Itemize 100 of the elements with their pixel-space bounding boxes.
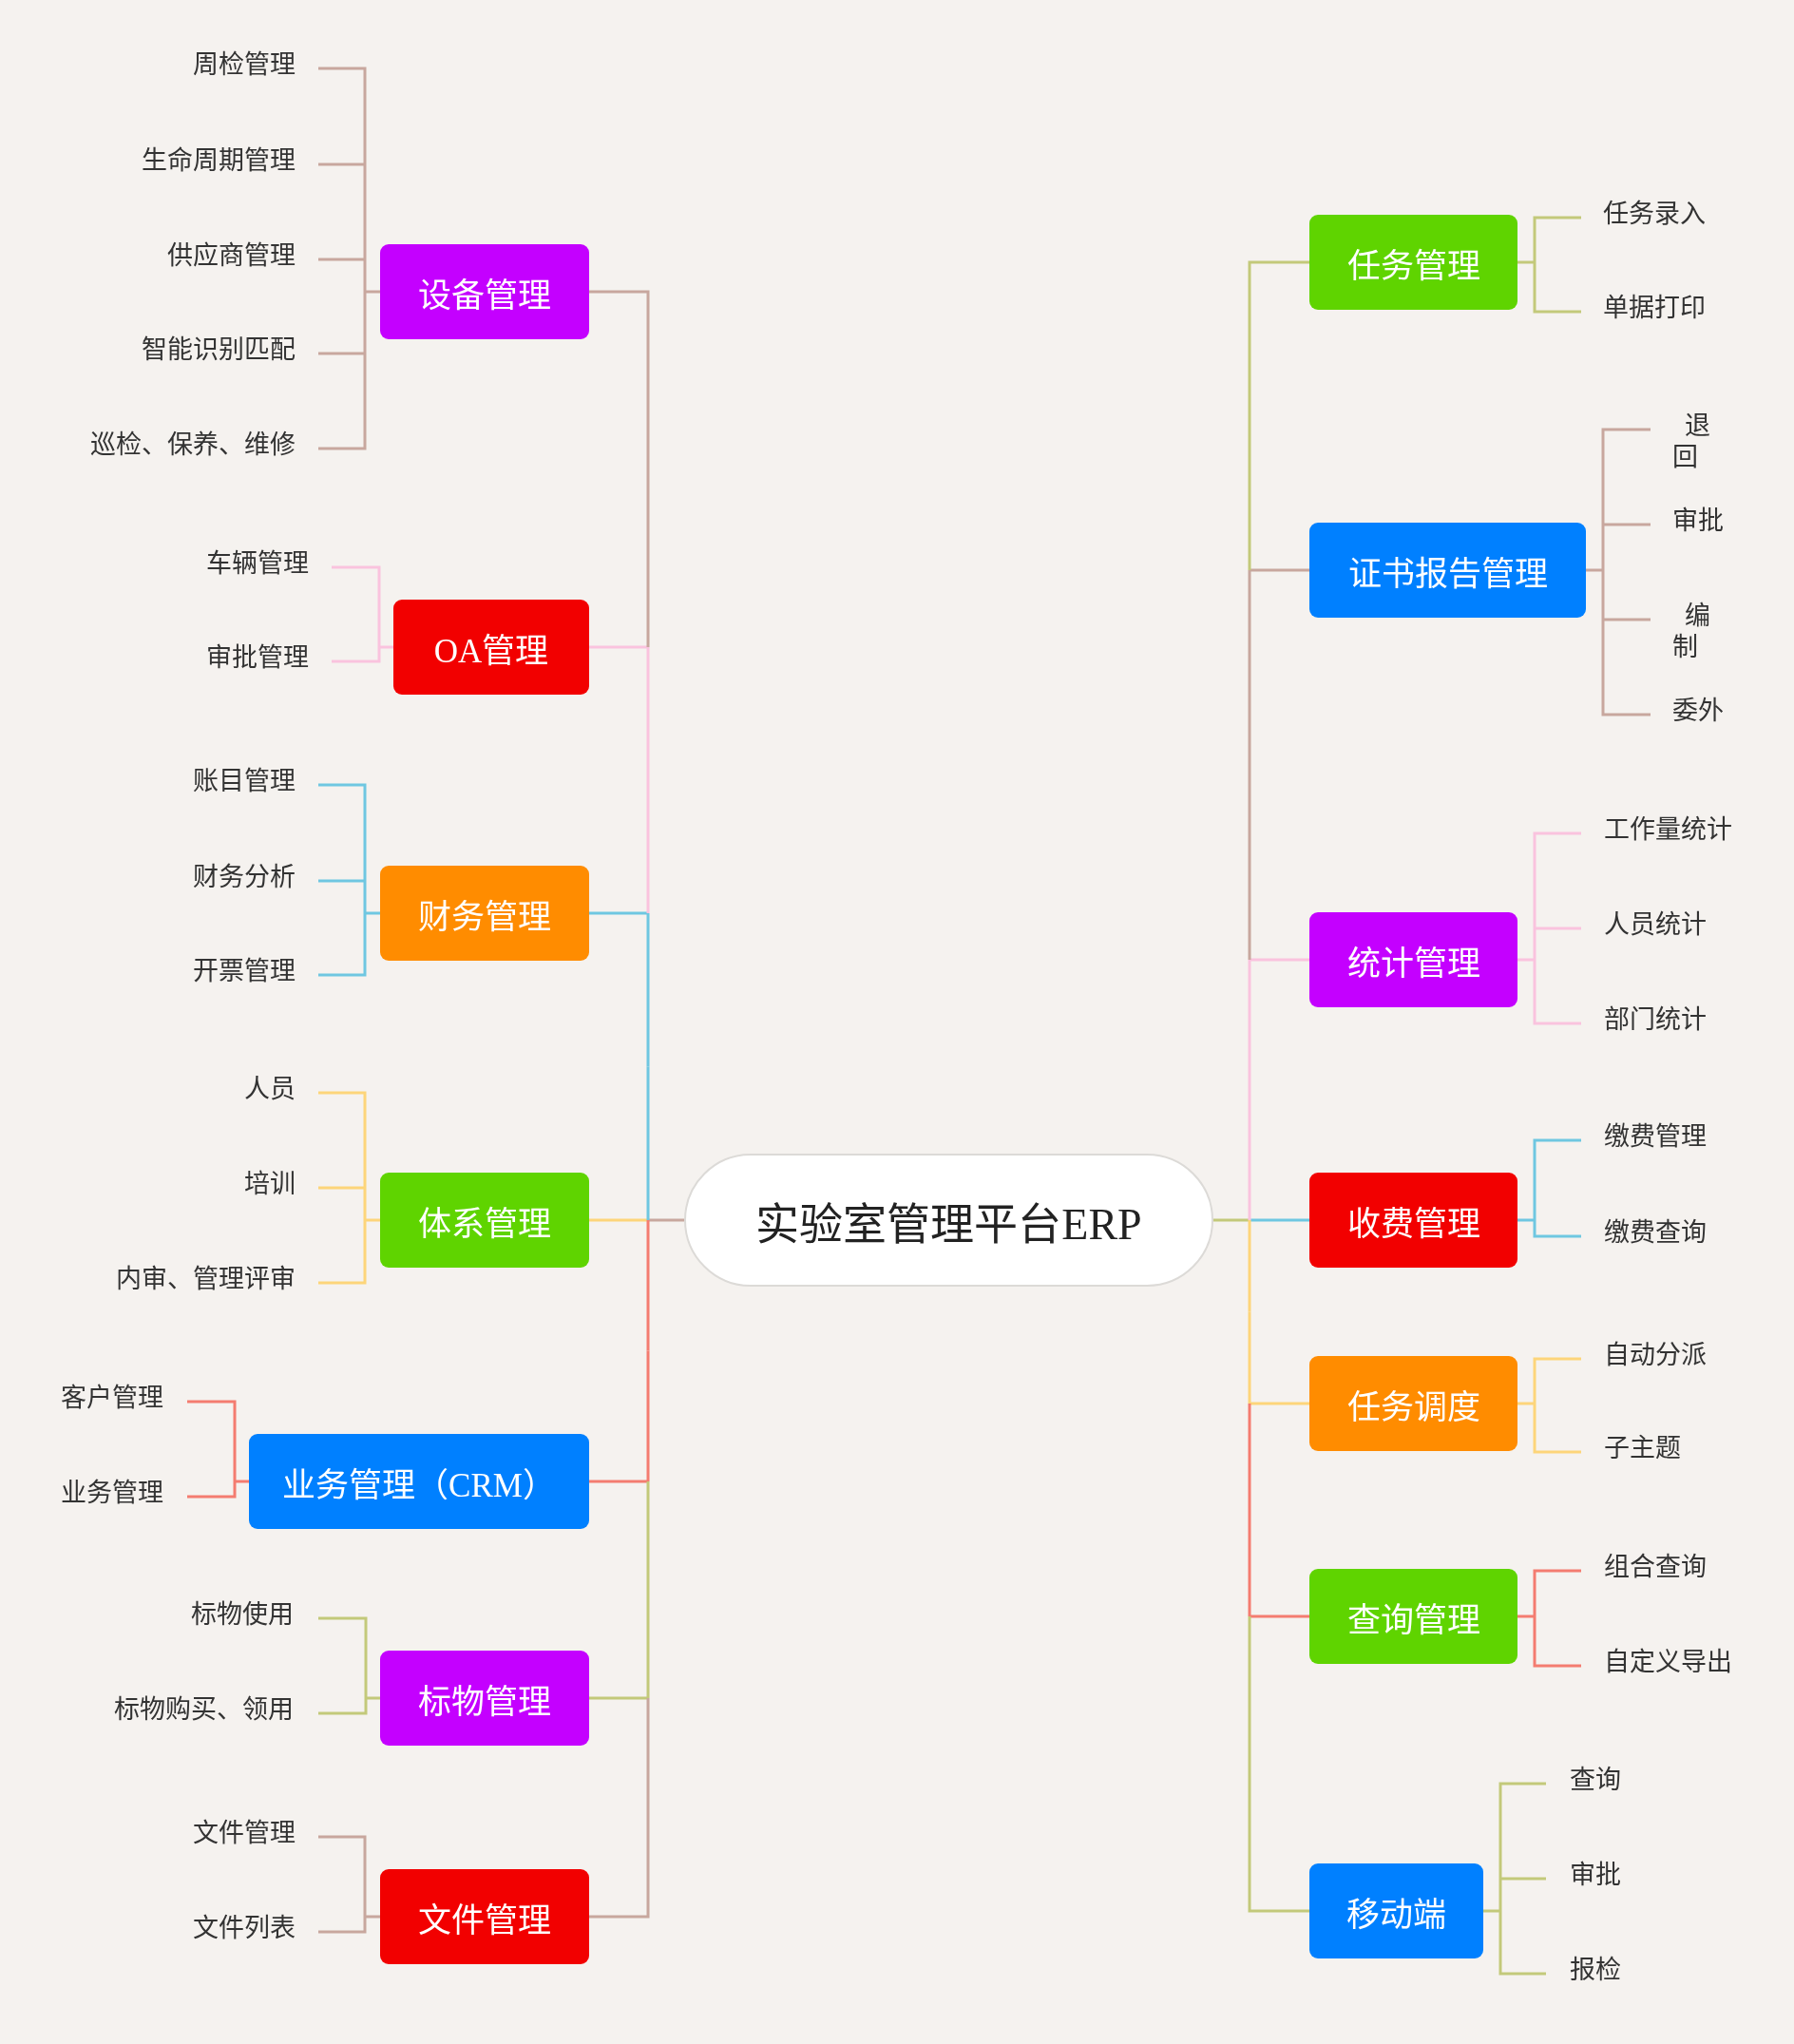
subtopic-label: 自动分派 [1604, 1339, 1707, 1371]
branch-line [318, 879, 365, 883]
branch-line [332, 647, 381, 663]
subtopic-label: 供应商管理 [167, 239, 296, 272]
subtopic-label: 车辆管理 [206, 547, 309, 580]
branch-line [1601, 620, 1651, 716]
branch-line [1248, 1616, 1309, 1913]
branch-line [1498, 1879, 1502, 1911]
branch-line [1517, 958, 1535, 962]
subtopic-label: 子主题 [1604, 1432, 1681, 1464]
branch-line [363, 292, 367, 353]
branch-line [1248, 1220, 1251, 1312]
branch-line [363, 1188, 367, 1220]
branch-line [318, 1186, 365, 1190]
branch-line [589, 290, 650, 647]
subtopic-label: 文件管理 [193, 1817, 296, 1849]
subtopic-label: 标物使用 [191, 1598, 294, 1631]
subtopic-label: 查询 [1570, 1764, 1621, 1796]
branch-line [646, 913, 650, 1067]
branch-line [318, 352, 365, 355]
subtopic-label: 文件列表 [193, 1912, 296, 1944]
branch-line [1250, 1402, 1309, 1405]
branch-line [1498, 1911, 1546, 1976]
branch-line [1517, 1614, 1535, 1618]
branch-line [589, 1480, 648, 1483]
branch-line [318, 1835, 367, 1917]
branch-line [1586, 568, 1603, 572]
branch-line [1533, 216, 1581, 262]
topic-box: 设备管理 [380, 244, 589, 339]
branch-line [1533, 1616, 1581, 1668]
subtopic-label: 业务管理 [61, 1477, 163, 1509]
branch-line [646, 1066, 650, 1220]
subtopic-label: 生命周期管理 [142, 144, 296, 177]
branch-line [1533, 960, 1581, 1025]
subtopic-label: 巡检、保养、维修 [90, 429, 296, 461]
branch-line [1483, 1909, 1500, 1913]
topic-box: 体系管理 [380, 1173, 589, 1268]
topic-box: 文件管理 [380, 1869, 589, 1964]
branch-line [318, 258, 365, 261]
branch-line [1248, 1311, 1251, 1404]
subtopic-label: 缴费查询 [1604, 1216, 1707, 1249]
topic-box: 移动端 [1309, 1863, 1483, 1958]
branch-line [1533, 262, 1581, 314]
branch-line [318, 162, 365, 166]
topic-box: 业务管理（CRM） [249, 1434, 589, 1529]
subtopic-label: 标物购买、领用 [114, 1693, 294, 1726]
branch-line [1533, 1220, 1581, 1238]
branch-line [318, 1698, 368, 1715]
subtopic-label: 任务录入 [1603, 198, 1706, 230]
branch-line [1250, 568, 1309, 572]
branch-line [1533, 928, 1536, 960]
subtopic-label: 委外 [1672, 695, 1724, 727]
branch-line [1533, 1357, 1581, 1404]
subtopic-label: 部门统计 [1604, 1003, 1707, 1036]
subtopic-label: 编制 [1672, 601, 1720, 663]
branch-line [187, 1481, 237, 1499]
topic-box: 证书报告管理 [1309, 523, 1586, 618]
branch-line [589, 1696, 648, 1700]
branch-line [646, 647, 650, 913]
branch-line [318, 353, 367, 450]
branch-line [1535, 926, 1581, 930]
subtopic-label: 审批 [1672, 505, 1724, 537]
subtopic-label: 工作量统计 [1604, 813, 1732, 846]
branch-line [318, 67, 367, 164]
branch-line [1601, 525, 1605, 570]
central-topic: 实验室管理平台ERP [684, 1154, 1213, 1287]
topic-box: 查询管理 [1309, 1569, 1517, 1664]
branch-line [363, 164, 367, 259]
branch-line [646, 1350, 650, 1481]
branch-line [1500, 1877, 1546, 1881]
branch-line [1601, 570, 1605, 620]
branch-line [1248, 960, 1251, 1220]
subtopic-label: 人员统计 [1604, 908, 1707, 941]
branch-line [1517, 1218, 1535, 1222]
topic-box: 财务管理 [380, 866, 589, 961]
topic-box: OA管理 [393, 600, 589, 695]
branch-line [1250, 958, 1309, 962]
subtopic-label: 单据打印 [1603, 292, 1706, 324]
subtopic-label: 人员 [244, 1073, 296, 1105]
branch-line [1533, 1138, 1581, 1220]
branch-line [1517, 260, 1535, 264]
subtopic-label: 培训 [244, 1168, 296, 1200]
topic-box: 收费管理 [1309, 1173, 1517, 1268]
branch-line [648, 1218, 684, 1222]
branch-line [1250, 1218, 1309, 1222]
branch-line [318, 1091, 367, 1188]
branch-line [1601, 428, 1651, 525]
subtopic-label: 客户管理 [61, 1382, 163, 1414]
branch-line [1250, 1614, 1309, 1618]
branch-line [1498, 1782, 1546, 1879]
subtopic-label: 账目管理 [193, 765, 296, 797]
branch-line [318, 1220, 367, 1285]
branch-line [1603, 523, 1651, 526]
topic-box: 任务调度 [1309, 1356, 1517, 1451]
subtopic-label: 周检管理 [193, 48, 296, 81]
branch-line [589, 1698, 650, 1919]
branch-line [318, 1616, 368, 1698]
branch-line [1603, 618, 1651, 621]
branch-line [363, 881, 367, 913]
subtopic-label: 组合查询 [1604, 1551, 1707, 1583]
